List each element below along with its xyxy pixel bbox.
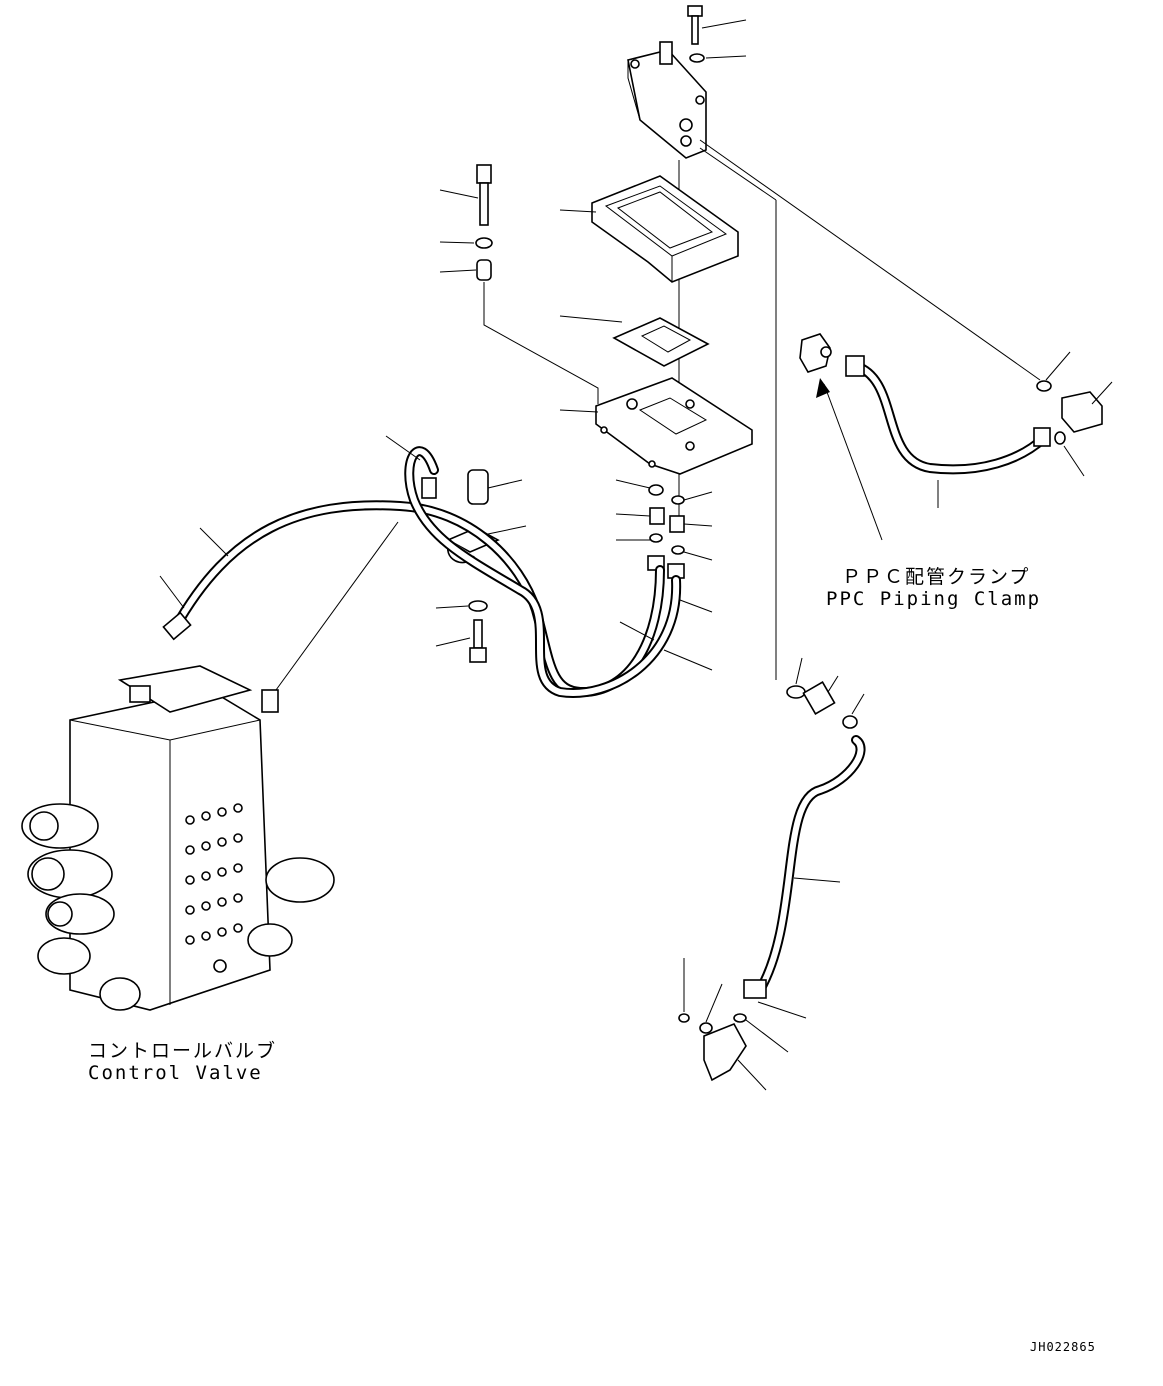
- lower-right-hose: [678, 681, 866, 1082]
- control-valve-body: [21, 665, 335, 1011]
- ppc-clamp-label-jp: ＰＰＣ配管クランプ: [842, 566, 1031, 588]
- control-valve-label-jp: コントロールバルブ: [88, 1040, 278, 1062]
- drawing-id: JH022865: [1030, 1340, 1096, 1354]
- ppc-clamp-label-en: PPC Piping Clamp: [826, 588, 1042, 610]
- cover-box: [591, 175, 739, 283]
- control-valve-label-en: Control Valve: [88, 1062, 263, 1084]
- valve-spools: [21, 803, 335, 1011]
- ppc-hose-assembly: [799, 333, 1103, 475]
- gasket-plate: [612, 317, 710, 367]
- valve-ports: [185, 803, 243, 973]
- left-bolt-stack: [475, 164, 599, 404]
- leader-lines: [159, 19, 1113, 1091]
- connector-line-1: [699, 139, 1041, 381]
- fitting-group: [647, 484, 685, 579]
- top-block-valve: [627, 5, 707, 159]
- pilot-hoses: [162, 446, 682, 698]
- pointer-line: [823, 383, 883, 541]
- base-plate: [595, 377, 753, 475]
